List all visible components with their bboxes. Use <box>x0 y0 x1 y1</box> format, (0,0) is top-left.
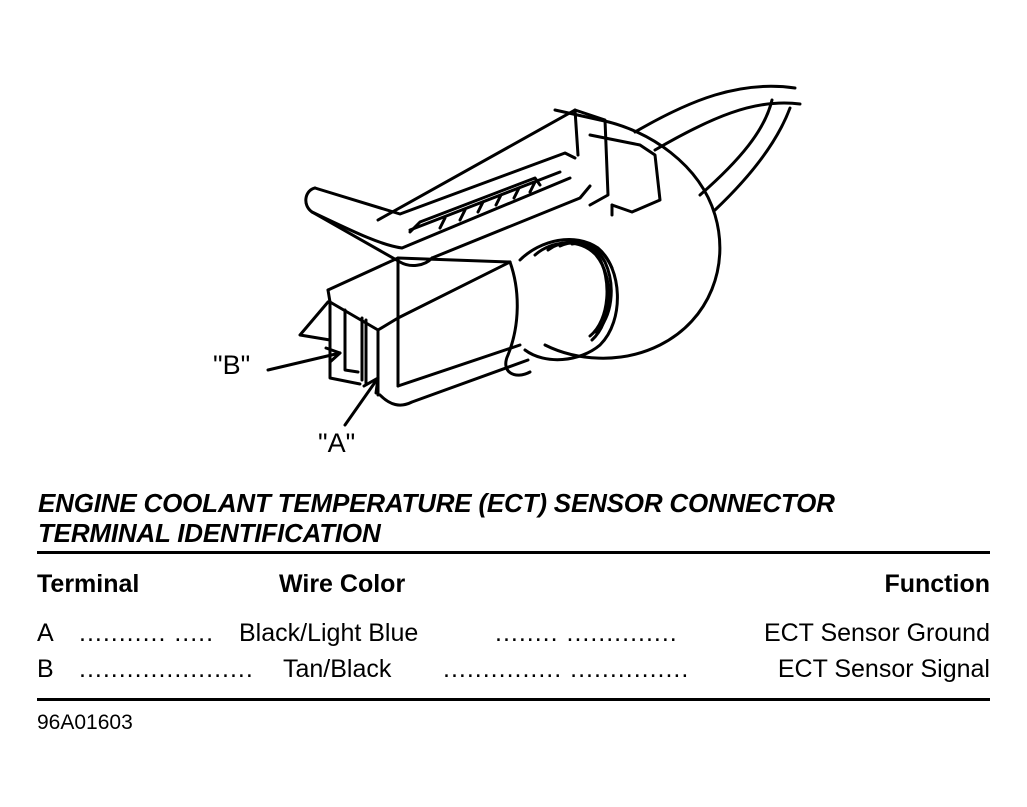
row-a-leader-1: ........... ..... <box>79 619 215 647</box>
diagram-title: ENGINE COOLANT TEMPERATURE (ECT) SENSOR … <box>38 488 998 548</box>
header-wire-color: Wire Color <box>279 570 406 598</box>
row-a-leader-2: ........ .............. <box>495 619 678 647</box>
rear-boot <box>543 108 722 360</box>
figure-code: 96A01603 <box>37 711 133 734</box>
title-line-1: ENGINE COOLANT TEMPERATURE (ECT) SENSOR … <box>38 488 835 518</box>
callout-arrows <box>266 346 380 427</box>
row-a-wire-color: Black/Light Blue <box>239 619 419 647</box>
callout-a-label: "A" <box>318 428 356 458</box>
table-row: B ...................... Tan/Black .....… <box>37 653 990 685</box>
wire-leads <box>633 84 802 212</box>
row-b-leader-1: ...................... <box>79 655 254 683</box>
table-header-row: Terminal Wire Color Function <box>37 568 990 600</box>
header-terminal: Terminal <box>37 570 140 598</box>
row-a-terminal: A <box>37 619 54 647</box>
callout-b-label: "B" <box>213 350 251 380</box>
title-line-2: TERMINAL IDENTIFICATION <box>38 518 381 548</box>
header-function: Function <box>884 570 990 598</box>
arrow-a-line <box>343 376 380 427</box>
table-bottom-rule <box>37 698 990 701</box>
row-b-wire-color: Tan/Black <box>283 655 392 683</box>
arrow-b-head <box>324 346 342 364</box>
row-a-function: ECT Sensor Ground <box>763 619 990 647</box>
row-b-function: ECT Sensor Signal <box>777 655 990 683</box>
seal-rings <box>504 238 619 377</box>
front-face <box>298 256 530 407</box>
arrow-a-head <box>362 376 380 395</box>
table-row: A ........... ..... Black/Light Blue ...… <box>37 617 990 649</box>
connector-illustration <box>266 84 802 427</box>
upper-housing <box>376 108 662 222</box>
row-b-leader-2: ............... ............... <box>443 655 690 683</box>
table-top-rule <box>37 551 990 554</box>
row-b-terminal: B <box>37 655 54 683</box>
arrow-b-line <box>266 351 342 372</box>
locking-tab <box>304 151 592 267</box>
